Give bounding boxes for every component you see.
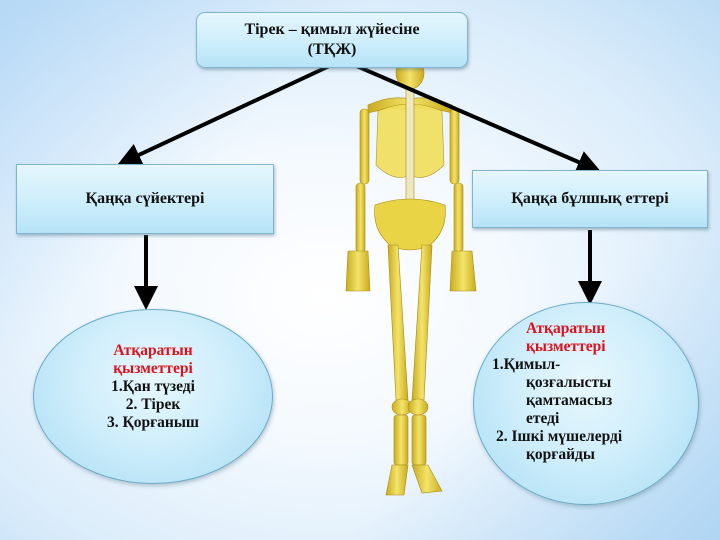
root-node: Тірек – қимыл жүйесіне (ТҚЖ) (196, 12, 468, 68)
arrow-to-bones (117, 59, 341, 166)
bone-function-item: 1.Қан түзеді (111, 378, 195, 395)
bone-function-item: 3. Қорғаныш (106, 414, 200, 431)
root-title-line2: (ТҚЖ) (307, 41, 357, 58)
root-title-line1: Тірек – қимыл жүйесіне (244, 21, 420, 38)
muscle-functions-ellipse (473, 302, 699, 505)
bone-function-item: 2. Тірек (125, 396, 181, 413)
muscle-functions-heading-1: Атқаратын (526, 320, 606, 337)
arrow-to-muscles (344, 59, 602, 174)
bone-functions-text: Атқаратын қызметтері 1.Қан түзеді 2. Тір… (33, 342, 273, 432)
muscle-function-item: қозғалысты (526, 374, 612, 391)
skeleton-icon (345, 56, 477, 496)
bones-node: Қаңқа сүйектері (16, 164, 274, 234)
muscle-functions-heading-2: қызметтері (526, 338, 606, 355)
muscle-function-item: қамтамасыз (526, 392, 613, 409)
bone-functions-heading-1: Атқаратын (113, 342, 193, 359)
muscle-functions-text: Атқаратын қызметтері 1.Қимыл- қозғалысты… (492, 320, 692, 464)
muscle-function-item: 1.Қимыл- (492, 356, 561, 373)
muscles-label: Қаңқа бұлшық еттері (511, 190, 669, 207)
muscle-function-item: қорғайды (526, 446, 595, 463)
bone-functions-heading-2: қызметтері (113, 360, 193, 377)
bone-functions-ellipse (33, 309, 273, 484)
bones-label: Қаңқа сүйектері (85, 190, 205, 207)
muscle-function-item: 2. Ішкі мүшелерді (496, 428, 623, 445)
muscle-function-item: етеді (526, 410, 560, 427)
muscles-node: Қаңқа бұлшық еттері (472, 170, 708, 228)
